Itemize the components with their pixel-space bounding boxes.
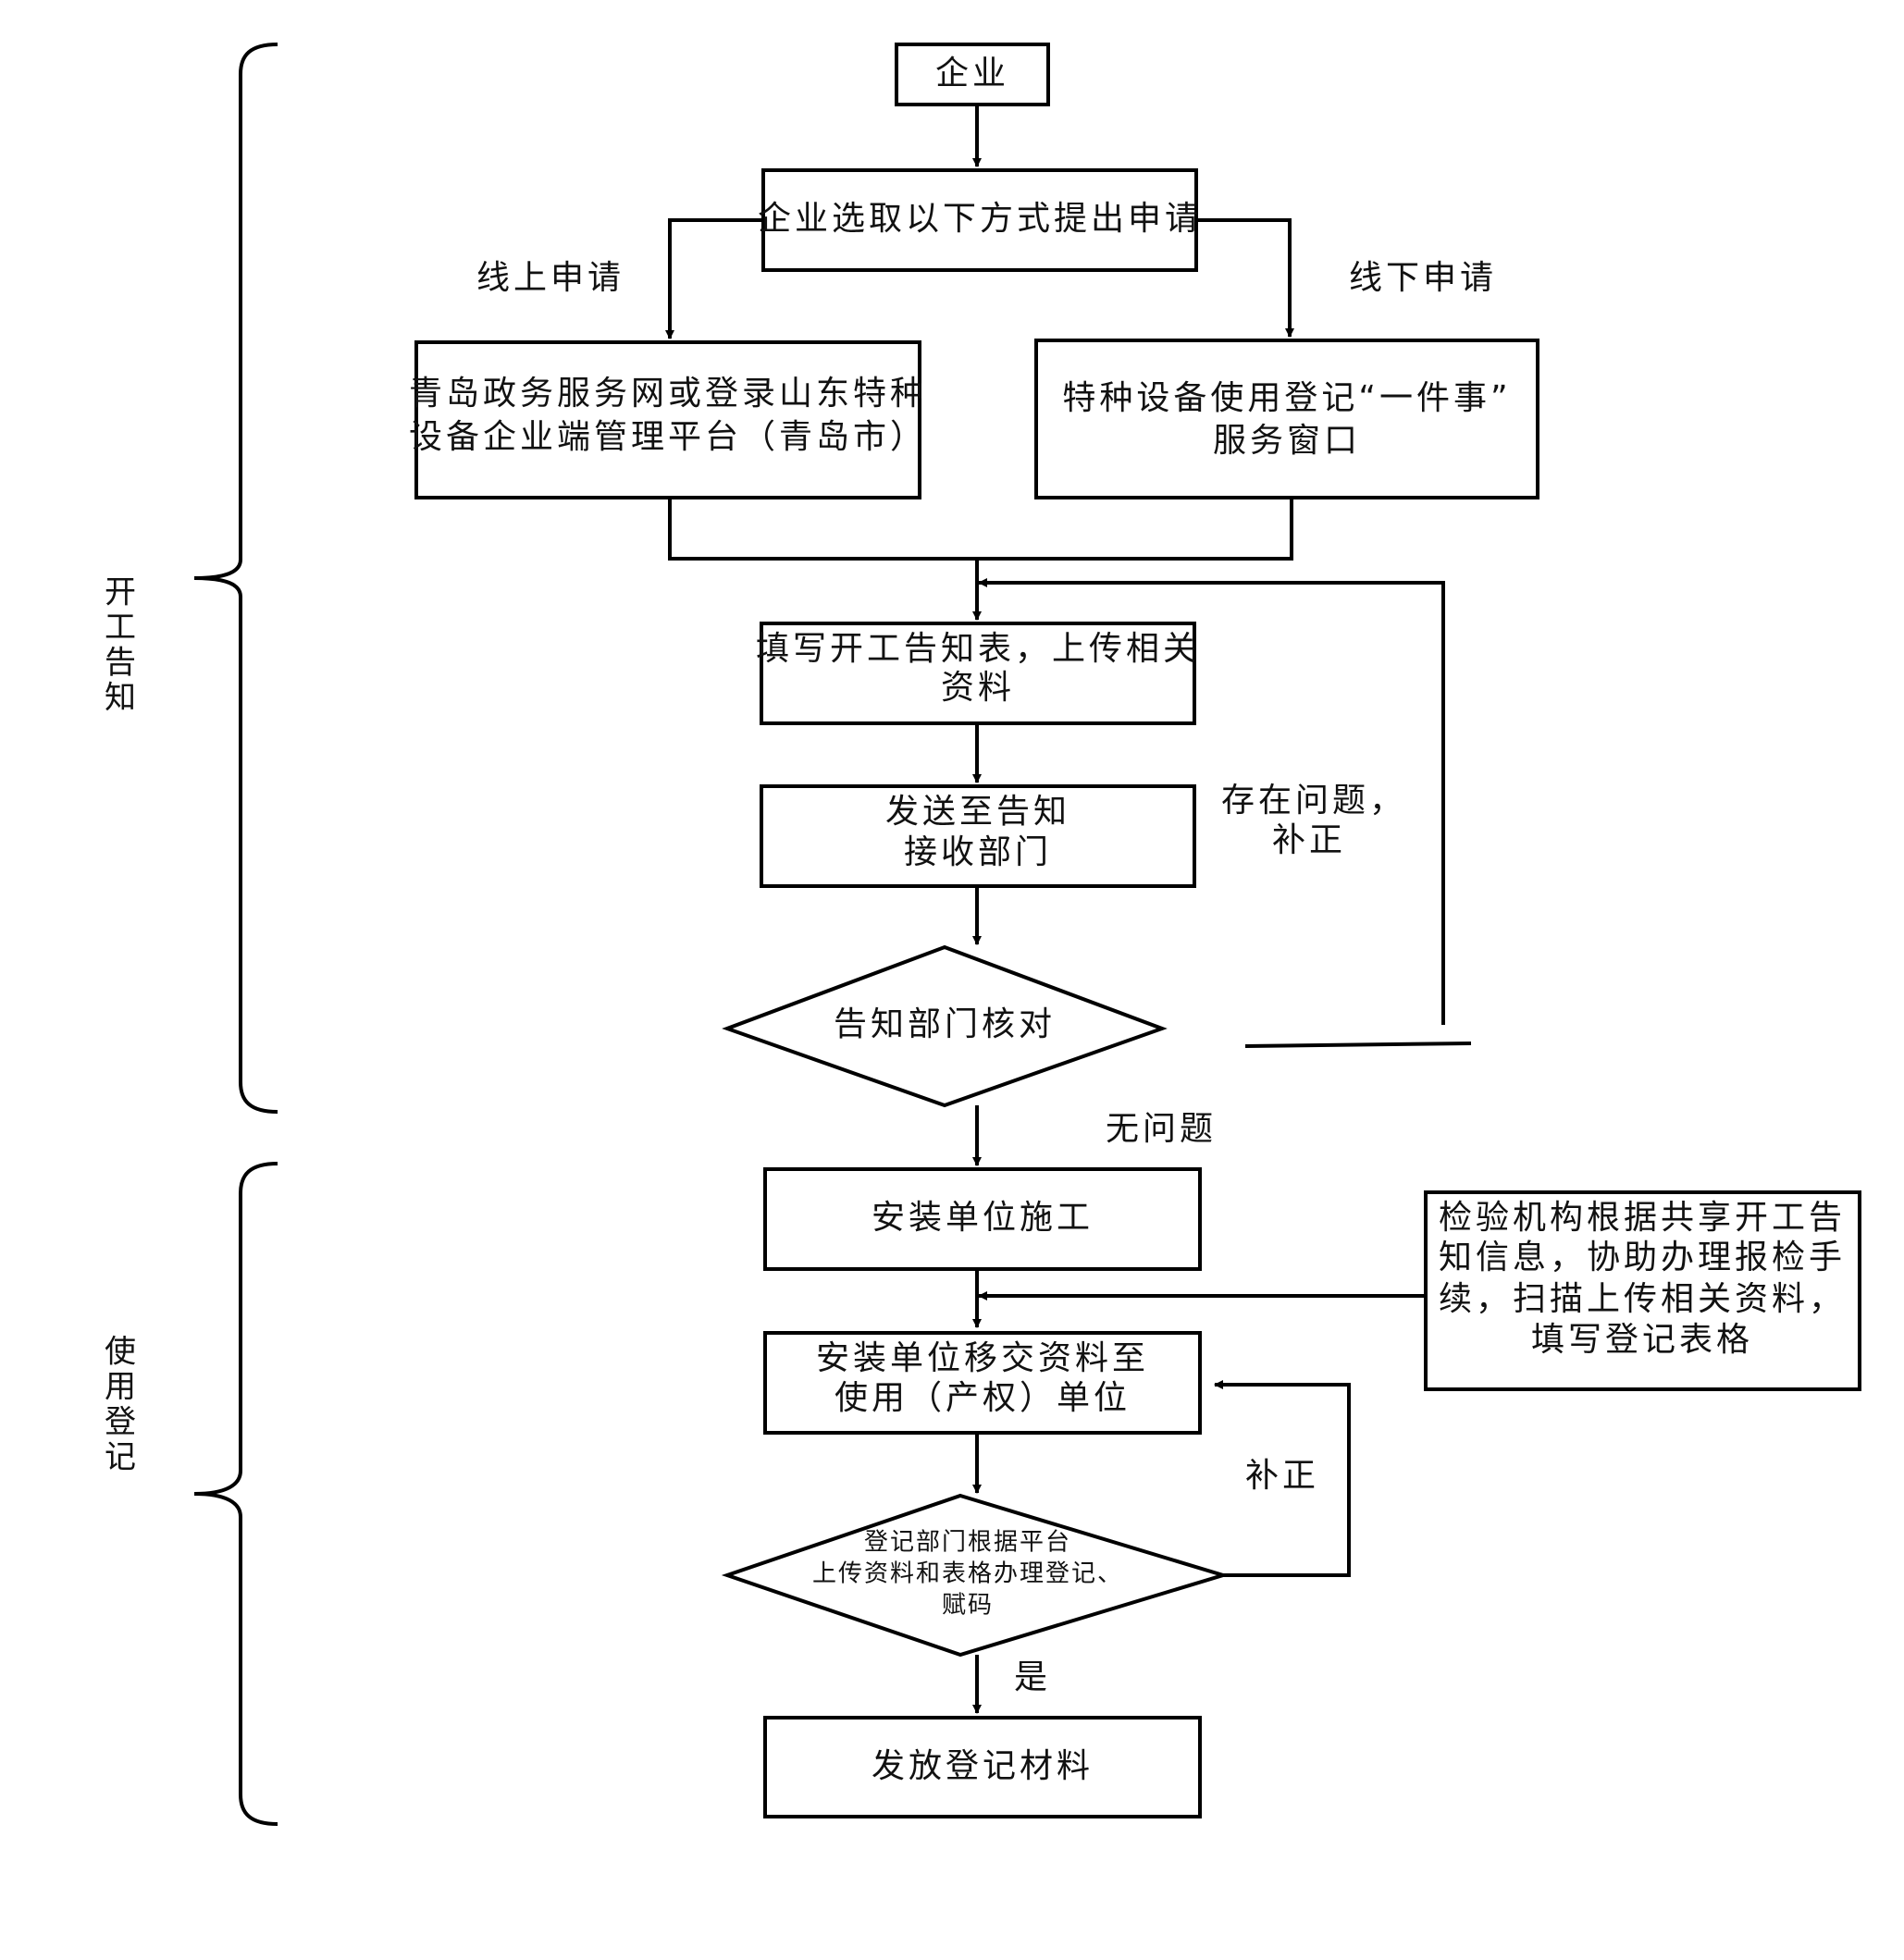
edge-label-online: 线上申请 xyxy=(476,259,624,297)
node-text: 安装单位施工 xyxy=(872,1199,1094,1237)
node-text: 服务窗口 xyxy=(1213,422,1361,460)
node-register-decision: 登记部门根据平台 上传资料和表格办理登记、 赋码 xyxy=(721,1493,1230,1658)
section-brace-start-notice xyxy=(193,43,278,1114)
node-text: 检验机构根据共享开工告 xyxy=(1439,1199,1846,1237)
section-char: 记 xyxy=(105,1439,136,1476)
node-text: 特种设备使用登记“一件事” xyxy=(1062,379,1511,417)
node-install-construct: 安装单位施工 xyxy=(763,1167,1202,1271)
edge-label-problem: 存在问题， xyxy=(1221,782,1406,820)
section-label-start-notice: 开 工 告 知 xyxy=(105,574,136,717)
node-text: 使用（产权）单位 xyxy=(835,1379,1131,1417)
node-offline-window: 特种设备使用登记“一件事” 服务窗口 xyxy=(1034,339,1539,499)
node-fill-form: 填写开工告知表，上传相关 资料 xyxy=(756,622,1200,725)
edge-choose-to-offline xyxy=(1195,218,1294,338)
node-text: 发放登记材料 xyxy=(872,1747,1094,1785)
node-text: 填写登记表格 xyxy=(1531,1321,1753,1359)
edge-correction-loop xyxy=(978,578,1445,1025)
edge-label-yes: 是 xyxy=(1014,1658,1051,1696)
section-char: 告 xyxy=(105,645,136,682)
edge-register-correction xyxy=(1214,1380,1351,1577)
edge-label-offline: 线下申请 xyxy=(1349,259,1497,297)
section-char: 工 xyxy=(105,610,136,647)
node-text: 上传资料和表格办理登记、 xyxy=(812,1560,1123,1588)
section-char: 开 xyxy=(105,574,136,611)
node-text: 知信息，协助办理报检手 xyxy=(1439,1239,1846,1276)
node-issue-materials: 发放登记材料 xyxy=(763,1716,1202,1818)
node-text: 发送至告知 xyxy=(885,793,1070,831)
edge-merge xyxy=(668,498,1293,561)
node-text: 接收部门 xyxy=(904,833,1052,871)
node-verify-decision: 告知部门核对 xyxy=(722,944,1168,1108)
section-char: 登 xyxy=(105,1404,136,1441)
node-send-dept: 发送至告知 接收部门 xyxy=(760,784,1196,888)
edge-correction-out xyxy=(1244,1042,1472,1048)
edge-choose-to-online xyxy=(665,218,764,339)
node-text: 企业 xyxy=(935,55,1009,92)
node-text: 安装单位移交资料至 xyxy=(816,1339,1149,1377)
node-text: 设备企业端管理平台（青岛市） xyxy=(409,418,927,456)
node-enterprise: 企业 xyxy=(895,43,1050,106)
node-text: 填写开工告知表，上传相关 xyxy=(756,630,1200,668)
edge-label-correction: 补正 xyxy=(1245,1457,1319,1495)
section-char: 用 xyxy=(105,1369,136,1406)
node-text: 企业选取以下方式提出申请 xyxy=(758,200,1202,238)
edge-label-no-problem: 无问题 xyxy=(1106,1110,1217,1148)
node-inspection-assist: 检验机构根据共享开工告 知信息，协助办理报检手 续，扫描上传相关资料， 填写登记… xyxy=(1424,1190,1861,1391)
node-text: 续，扫描上传相关资料， xyxy=(1439,1280,1846,1318)
node-choose-method: 企业选取以下方式提出申请 xyxy=(758,168,1202,272)
section-char: 使 xyxy=(105,1334,136,1371)
section-char: 知 xyxy=(105,680,136,717)
node-text: 赋码 xyxy=(942,1592,994,1620)
node-text: 告知部门核对 xyxy=(834,1005,1056,1043)
node-online-platform: 青岛政务服务网或登录山东特种 设备企业端管理平台（青岛市） xyxy=(409,340,927,499)
node-handover: 安装单位移交资料至 使用（产权）单位 xyxy=(763,1331,1202,1435)
section-brace-usage-registration xyxy=(193,1162,278,1826)
node-text: 登记部门根据平台 xyxy=(864,1529,1071,1557)
node-text: 资料 xyxy=(941,669,1015,707)
node-text: 青岛政务服务网或登录山东特种 xyxy=(409,375,927,413)
edge-label-correct: 补正 xyxy=(1272,821,1346,859)
connectors xyxy=(665,105,1472,1714)
section-label-usage-registration: 使 用 登 记 xyxy=(105,1334,136,1476)
